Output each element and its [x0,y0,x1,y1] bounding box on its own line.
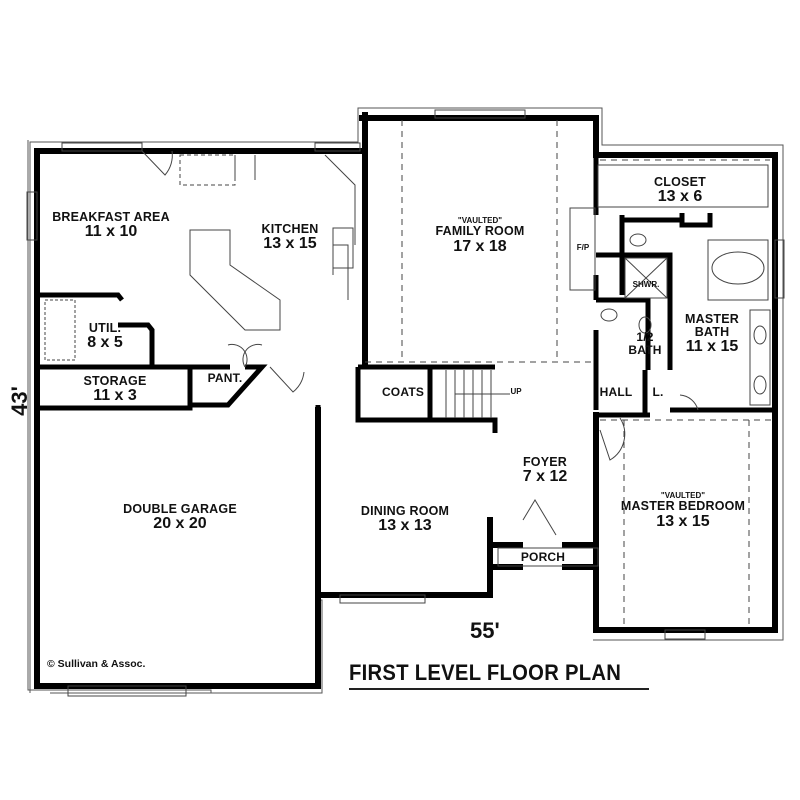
vaulted-note: "VAULTED" [660,491,706,500]
room-size: 13 x 15 [656,512,710,530]
room-storage: STORAGE 11 x 3 [60,374,170,405]
room-name: HALL [599,385,633,399]
room-name: PANT. [207,371,243,385]
room-name: PORCH [520,550,566,564]
room-name: MASTER [685,312,739,326]
stairs-up: UP [505,387,527,396]
room-name-2: BATH [628,342,662,357]
room-name: MASTER BEDROOM [620,499,746,514]
room-fireplace: F/P [572,243,594,252]
room-name: DINING ROOM [360,504,450,518]
room-hall: HALL [594,386,638,399]
room-name: DOUBLE GARAGE [123,502,237,516]
room-name: KITCHEN [261,222,319,236]
plan-title: FIRST LEVEL FLOOR PLAN [349,660,622,685]
room-size: 11 x 10 [84,223,138,241]
stairs-label: UP [510,387,522,396]
room-name-2: BATH [694,325,730,340]
room-breakfast-area: BREAKFAST AREA 11 x 10 [46,210,176,241]
room-size: 11 x 3 [93,387,137,405]
room-family-room: "VAULTED" FAMILY ROOM 17 x 18 [410,216,550,255]
room-name: STORAGE [83,374,147,388]
room-size: 13 x 15 [263,235,317,253]
room-name: 1/2 [636,330,654,344]
room-size: 11 x 15 [685,338,739,356]
room-kitchen: KITCHEN 13 x 15 [245,222,335,253]
room-coats: COATS [378,386,428,399]
room-master-bedroom: "VAULTED" MASTER BEDROOM 13 x 15 [608,491,758,530]
title-underline [349,688,649,690]
room-foyer: FOYER 7 x 12 [505,455,585,486]
room-dining-room: DINING ROOM 13 x 13 [345,504,465,535]
room-closet: CLOSET 13 x 6 [640,175,720,206]
room-name: FAMILY ROOM [435,224,525,239]
room-master-bath: MASTER BATH 11 x 15 [672,312,752,356]
room-utility: UTIL. 8 x 5 [75,321,135,352]
vaulted-note: "VAULTED" [457,216,503,225]
room-name: COATS [381,385,425,399]
room-shower: SHWR. [627,280,665,289]
room-size: 13 x 13 [378,517,432,535]
room-name: L. [652,385,664,399]
room-size: 17 x 18 [453,237,507,255]
width-dimension: 55' [470,618,500,643]
room-name: SHWR. [632,280,660,289]
room-name: UTIL. [88,321,122,335]
room-half-bath: 1/2 BATH [622,331,668,356]
room-double-garage: DOUBLE GARAGE 20 x 20 [100,502,260,533]
room-pantry: PANT. [198,372,252,385]
room-size: 7 x 12 [522,468,568,486]
room-porch: PORCH [515,551,571,564]
room-name: BREAKFAST AREA [52,210,170,224]
room-size: 13 x 6 [657,188,703,206]
room-size: 8 x 5 [87,334,123,352]
room-name: FOYER [522,455,568,469]
room-name: CLOSET [654,175,706,189]
depth-dimension: 43' [7,386,32,416]
room-size: 20 x 20 [153,515,207,533]
room-linen: L. [648,386,668,399]
copyright-notice: © Sullivan & Assoc. [47,658,146,670]
room-name: F/P [576,243,590,252]
